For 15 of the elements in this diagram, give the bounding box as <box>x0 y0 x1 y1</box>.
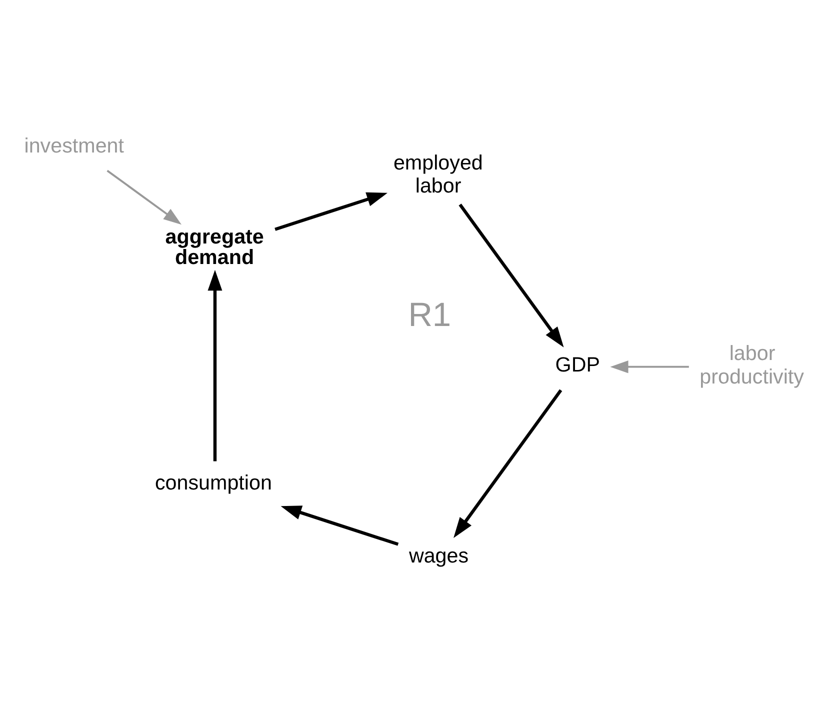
node-text: investment <box>24 134 124 157</box>
arrow <box>208 269 222 461</box>
label: R1 <box>408 296 452 334</box>
arrow <box>280 505 399 546</box>
arrow <box>458 203 564 347</box>
node-text: consumption <box>154 471 272 494</box>
arrow <box>106 169 182 224</box>
arrow <box>610 360 689 373</box>
node-text: GDP <box>555 353 600 376</box>
node-text: employed labor <box>393 150 483 198</box>
arrow <box>274 192 388 230</box>
node-text: aggregate demand <box>165 225 264 269</box>
node-text: labor productivity <box>700 342 804 388</box>
node-text: wages <box>408 544 469 568</box>
arrow <box>454 388 562 538</box>
